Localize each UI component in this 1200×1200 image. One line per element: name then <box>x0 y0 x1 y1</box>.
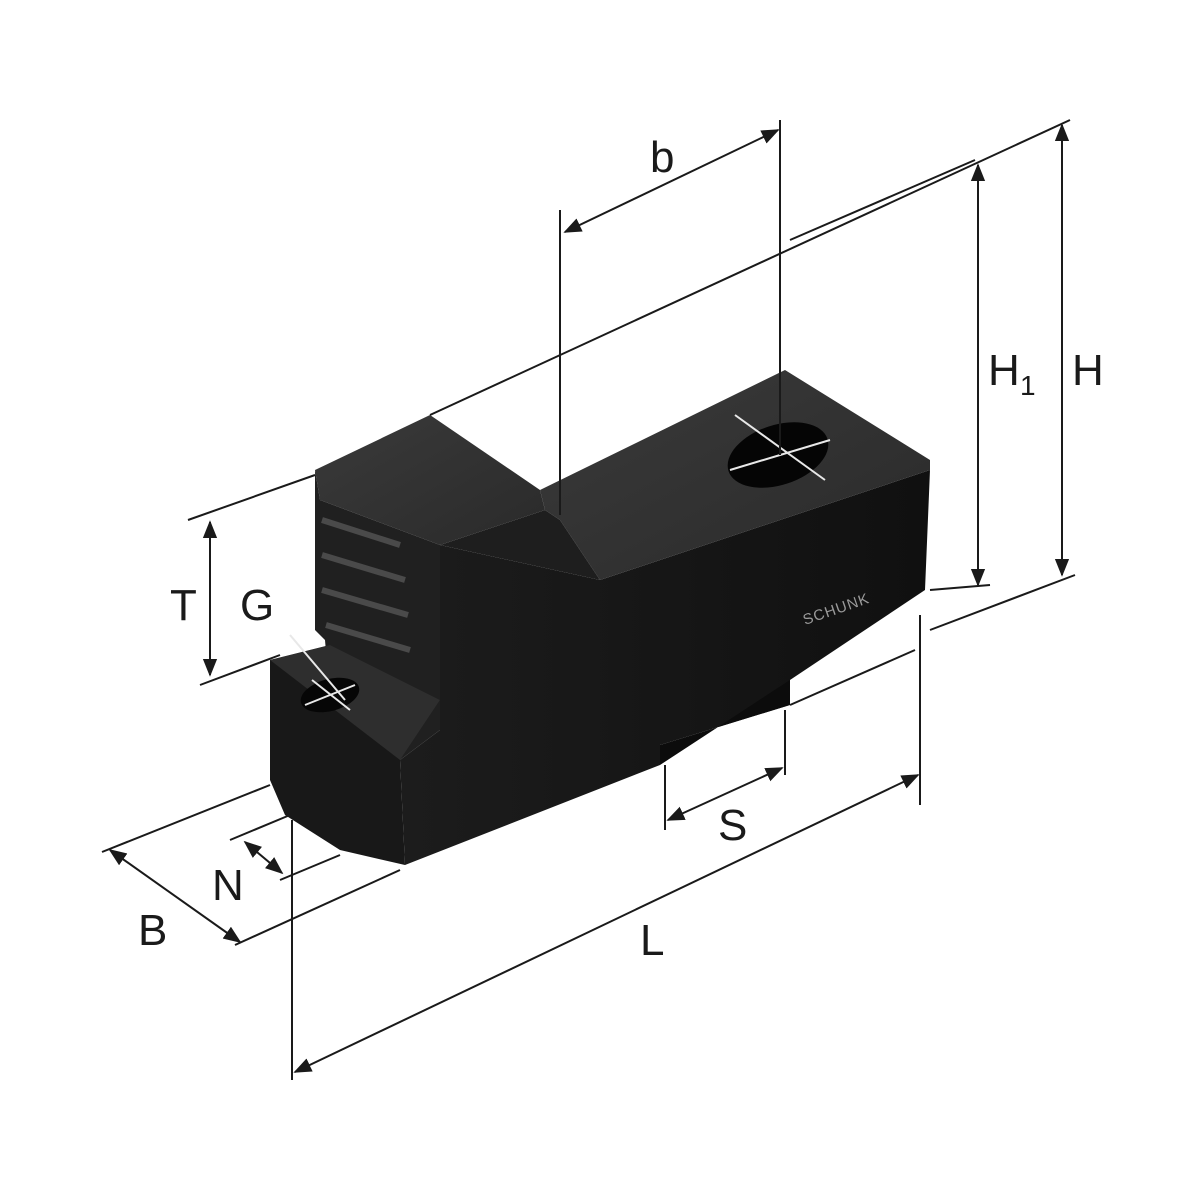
hole-crosshair-small <box>304 679 356 711</box>
label-g: G <box>240 581 274 630</box>
label-b-width: B <box>138 906 167 955</box>
dimension-l: L <box>291 615 921 1080</box>
label-n: N <box>212 861 244 910</box>
label-h1-subscript: 1 <box>1020 370 1036 401</box>
label-h1: H <box>988 346 1020 395</box>
jaw-step-riser <box>440 510 600 580</box>
dimension-b-width: B <box>101 784 401 955</box>
label-s: S <box>718 801 747 850</box>
label-l: L <box>640 916 664 965</box>
chuck-jaw-body: SCHUNK <box>270 370 930 865</box>
dimension-h1: H 1 <box>789 159 1036 591</box>
jaw-tenon <box>660 680 790 765</box>
dimension-t: T <box>170 474 316 686</box>
jaw-side-face <box>400 470 930 865</box>
label-b: b <box>650 133 674 182</box>
label-t: T <box>170 581 197 630</box>
jaw-nose-face <box>270 645 440 760</box>
dimension-h: H <box>429 119 1104 631</box>
jaw-top-step <box>315 415 545 545</box>
dimension-b: b <box>559 120 781 515</box>
serration-grooves <box>321 517 411 653</box>
label-h: H <box>1072 346 1104 395</box>
dimension-g: G <box>240 581 346 701</box>
